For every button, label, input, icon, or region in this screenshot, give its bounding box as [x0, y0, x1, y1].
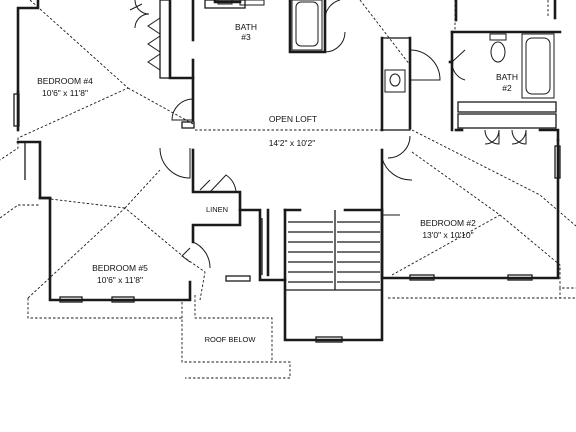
bedroom2-name: BEDROOM #2 [420, 218, 476, 228]
windows [59, 274, 533, 343]
bedroom5-name: BEDROOM #5 [92, 263, 148, 273]
bath2-number: #2 [502, 83, 512, 93]
interior-lines [13, 0, 561, 275]
bedroom4-dims: 10'6" x 11'8" [42, 88, 88, 98]
walls [16, 0, 562, 342]
staircase [285, 210, 382, 291]
open-loft-name: OPEN LOFT [269, 114, 317, 124]
bath3-name: BATH [235, 22, 257, 32]
open-loft-dims: 14'2" x 10'2" [269, 138, 316, 148]
room-labels: BEDROOM #4 10'6" x 11'8" BATH #3 BATH #2… [37, 22, 518, 344]
roof-below-label: ROOF BELOW [205, 335, 257, 344]
linen-label: LINEN [206, 205, 228, 214]
bedroom4-name: BEDROOM #4 [37, 76, 93, 86]
bedroom2-dims: 13'0" x 10'10" [422, 230, 473, 240]
doors [129, 0, 527, 269]
bath3-number: #3 [241, 32, 251, 42]
bath-fixtures [217, 0, 555, 99]
bath2-name: BATH [496, 72, 518, 82]
bedroom5-dims: 10'6" x 11'8" [97, 275, 143, 285]
roof-outline [0, 0, 576, 379]
